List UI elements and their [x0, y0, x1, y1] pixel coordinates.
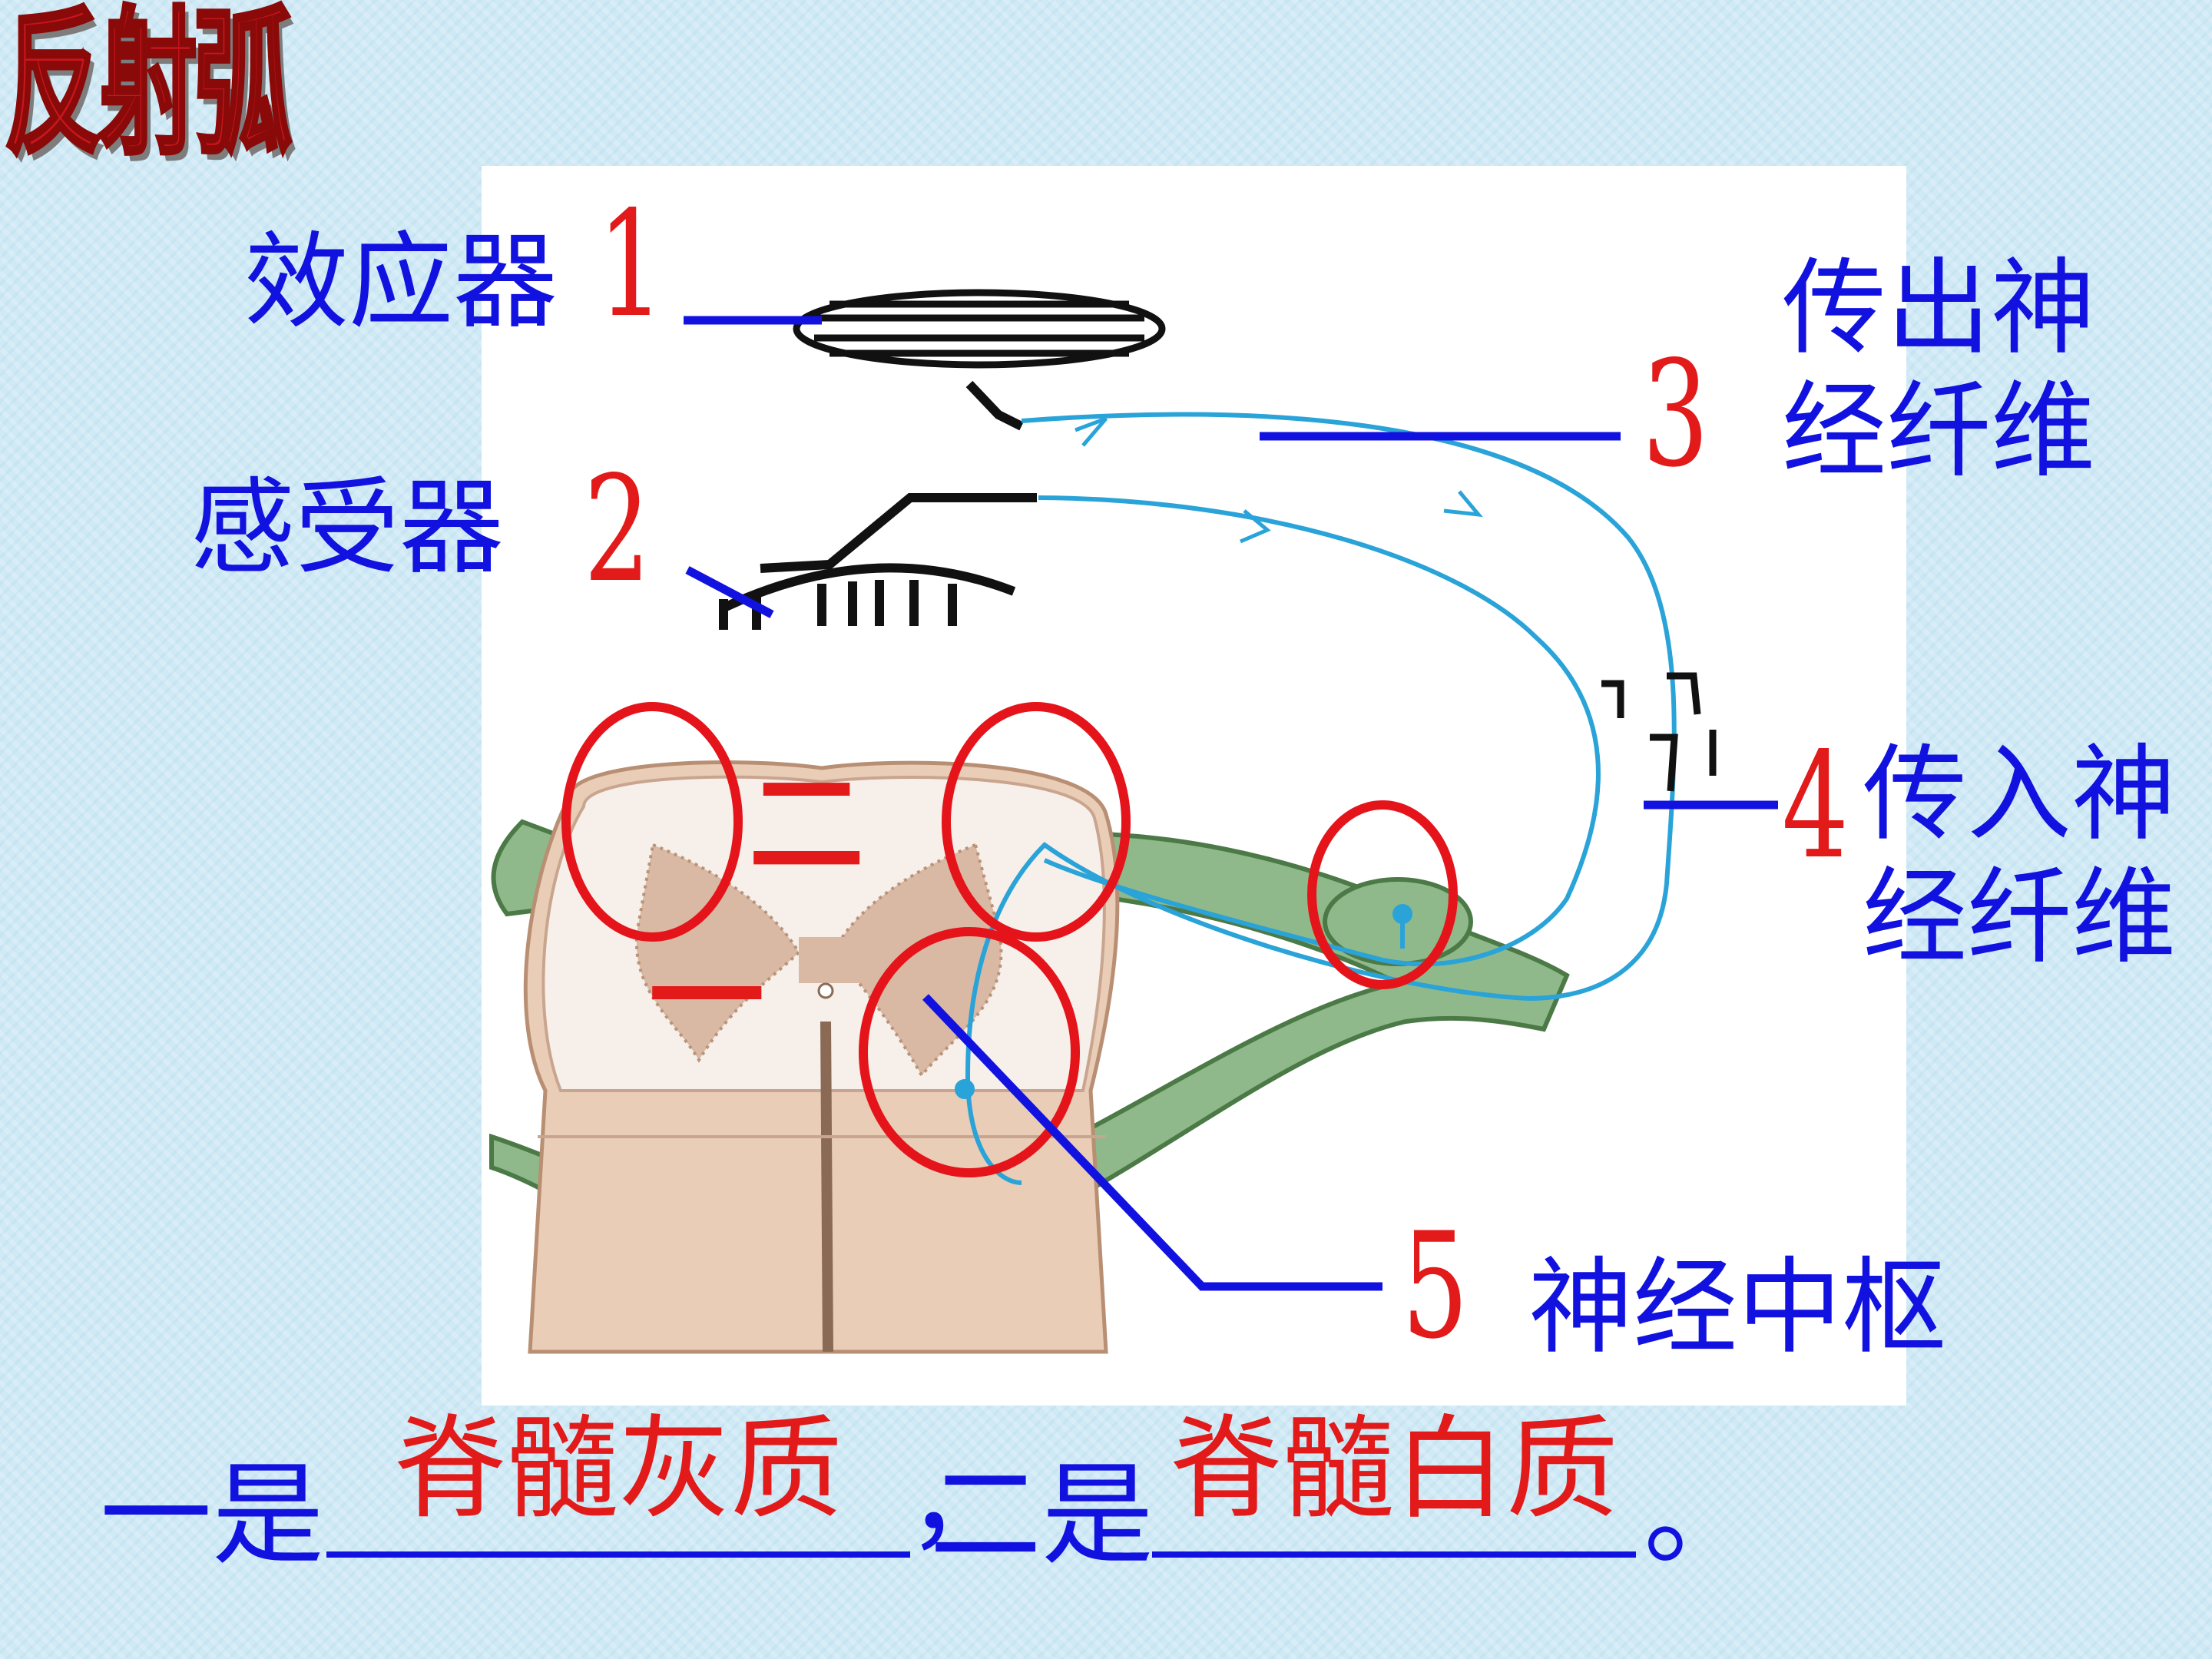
label-receptor: 感受器	[190, 476, 504, 581]
label-efferent-line2: 经纤维	[1782, 370, 2120, 493]
region-mark-two: 二	[749, 768, 864, 883]
answer-1: 脊髓灰质	[326, 1413, 910, 1525]
answer-blank-1: 脊髓灰质	[326, 1413, 910, 1558]
label-efferent-line1: 传出神	[1782, 247, 2120, 370]
number-2: 2	[584, 457, 651, 603]
question-end: 。	[1644, 1459, 1756, 1571]
region-mark-one: 一	[649, 941, 764, 1056]
question-prefix-1: 一是	[100, 1459, 324, 1571]
number-1: 1	[598, 192, 664, 338]
number-4: 4	[1782, 733, 1849, 879]
ganglion-mark	[1601, 676, 1713, 791]
question-prefix-2: 二是	[929, 1459, 1154, 1571]
answer-2: 脊髓白质	[1152, 1413, 1636, 1525]
label-efferent-fiber: 传出神 经纤维	[1782, 247, 2120, 494]
label-afferent-line2: 经纤维	[1863, 856, 2200, 979]
effector-shape	[796, 293, 1162, 426]
label-effector: 效应器	[244, 230, 558, 335]
number-3: 3	[1642, 342, 1709, 488]
label-afferent-line1: 传入神	[1863, 733, 2200, 856]
answer-blank-2: 脊髓白质	[1152, 1413, 1636, 1558]
number-5: 5	[1402, 1214, 1469, 1359]
label-nerve-center: 神经中枢	[1528, 1256, 1946, 1360]
label-afferent-fiber: 传入神 经纤维	[1863, 733, 2200, 980]
